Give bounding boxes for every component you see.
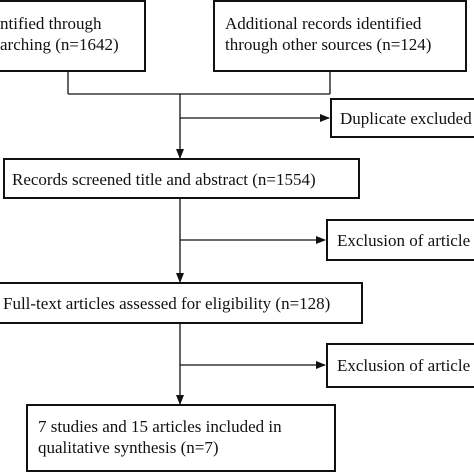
- database-search-line-2: arching (n=1642): [0, 35, 119, 54]
- other-sources-line-2: through other sources (n=124): [225, 35, 432, 54]
- box-database-search: ntified through arching (n=1642): [0, 0, 146, 72]
- records-screened-text: Records screened title and abstract (n=1…: [12, 170, 316, 189]
- box-exclusion-2: Exclusion of article: [326, 343, 474, 388]
- duplicates-excluded-text: Duplicate excluded: [340, 109, 472, 128]
- included-studies-line-2: qualitative synthesis (n=7): [38, 438, 219, 457]
- other-sources-line-1: Additional records identified: [225, 14, 422, 33]
- box-other-sources: Additional records identified through ot…: [213, 0, 467, 72]
- box-records-screened: Records screened title and abstract (n=1…: [3, 158, 360, 199]
- database-search-line-1: ntified through: [0, 14, 102, 33]
- box-duplicates-excluded: Duplicate excluded: [330, 98, 474, 138]
- box-exclusion-1: Exclusion of article: [326, 219, 474, 261]
- box-included-studies: 7 studies and 15 articles included in qu…: [26, 404, 336, 472]
- fulltext-assessed-text: Full-text articles assessed for eligibil…: [3, 294, 331, 313]
- box-fulltext-assessed: Full-text articles assessed for eligibil…: [0, 282, 363, 324]
- exclusion-2-text: Exclusion of article: [337, 356, 471, 375]
- exclusion-1-text: Exclusion of article: [337, 231, 471, 250]
- included-studies-line-1: 7 studies and 15 articles included in: [38, 417, 282, 436]
